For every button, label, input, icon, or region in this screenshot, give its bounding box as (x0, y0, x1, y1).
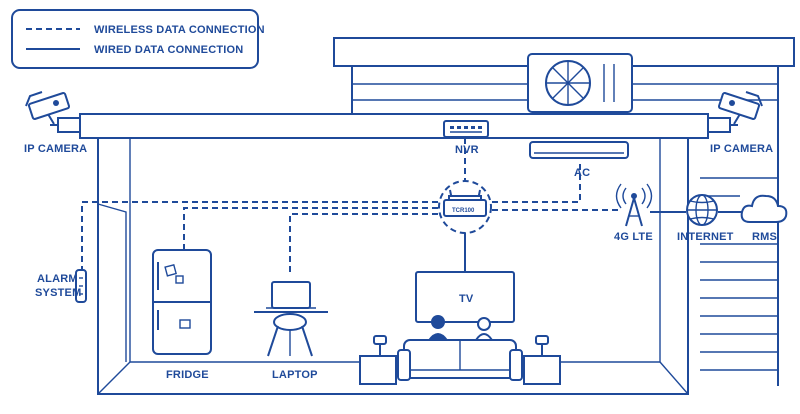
laptop-label: LAPTOP (272, 369, 318, 381)
lamp-left-icon (359, 335, 397, 385)
nvr-device-icon (443, 120, 489, 138)
person-icon (428, 315, 448, 340)
internet-label: INTERNET (677, 231, 734, 243)
tv-label: TV (459, 293, 474, 305)
ip-camera-right-label: IP CAMERA (710, 143, 773, 155)
legend-box (11, 9, 259, 69)
back-building (333, 37, 795, 386)
alarm-system-label-line1: ALARM (37, 273, 78, 285)
alarm-system-label-line2: SYSTEM (35, 287, 81, 299)
router-fridge-link (183, 207, 438, 250)
router-ac-link (492, 160, 581, 203)
lte-label: 4G LTE (614, 231, 653, 243)
globe-icon (686, 194, 718, 226)
fridge-icon (152, 249, 212, 355)
indoor-ac-icon (529, 141, 629, 159)
ip-camera-right-icon (707, 91, 763, 133)
cloud-icon (740, 194, 788, 223)
tv-icon (415, 271, 515, 323)
rms-label: RMS (752, 231, 777, 243)
lamp-right-icon (523, 335, 561, 385)
router-alarm-link (81, 201, 438, 272)
fridge-label: FRIDGE (166, 369, 209, 381)
outdoor-ac-unit-icon (527, 53, 633, 113)
legend: WIRELESS DATA CONNECTION WIRED DATA CONN… (11, 9, 265, 69)
legend-wired-label: WIRED DATA CONNECTION (94, 44, 243, 56)
ceiling-beam (79, 113, 709, 139)
alarm-system-icon (75, 269, 87, 303)
router-label: TCR100 (452, 208, 475, 214)
sofa-icon (397, 339, 523, 381)
cell-tower-icon (615, 183, 653, 227)
alarm-system-label: ALARM SYSTEM (35, 273, 81, 299)
house-walls (97, 138, 689, 395)
router-laptop-link (289, 213, 438, 272)
laptop-desk-icon (254, 281, 328, 357)
ip-camera-left-label: IP CAMERA (24, 143, 87, 155)
nvr-label: NVR (455, 144, 479, 156)
house (79, 113, 709, 395)
connections (81, 138, 742, 272)
legend-wireless-label: WIRELESS DATA CONNECTION (94, 24, 265, 36)
ip-camera-left-icon (25, 91, 81, 133)
door (97, 203, 127, 362)
ac-label: AC (574, 167, 590, 179)
person-icon (474, 317, 494, 341)
router-icon (438, 180, 492, 234)
